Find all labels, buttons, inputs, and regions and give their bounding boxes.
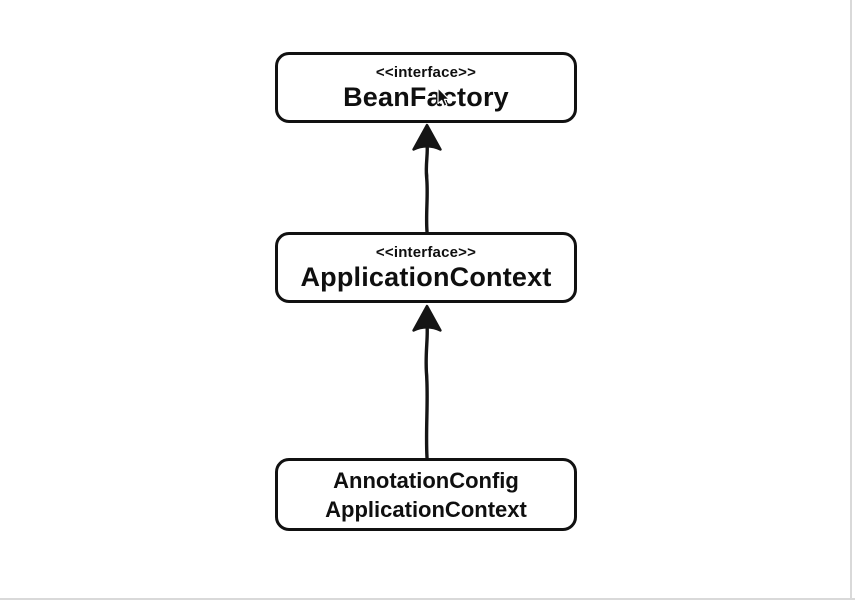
arrow-stem xyxy=(424,323,429,460)
window-edge-bottom xyxy=(0,598,855,600)
window-edge-right xyxy=(850,0,852,599)
node-bean-factory[interactable]: <<interface>> BeanFactory xyxy=(275,52,577,123)
arrowhead-up-icon xyxy=(412,123,442,151)
arrowhead-up-icon xyxy=(412,304,442,332)
arrow-stem-texture xyxy=(425,325,429,457)
inheritance-arrow-application-context-to-bean-factory[interactable] xyxy=(412,123,442,234)
node-application-context[interactable]: <<interface>> ApplicationContext xyxy=(275,232,577,303)
arrow-stem-texture xyxy=(425,144,429,231)
stereotype-label: <<interface>> xyxy=(375,243,477,261)
inheritance-arrow-annotation-config-to-application-context[interactable] xyxy=(412,304,442,460)
node-name-line-2: ApplicationContext xyxy=(325,496,527,522)
arrow-stem xyxy=(424,142,429,234)
stereotype-label: <<interface>> xyxy=(375,63,477,81)
node-name-line-1: AnnotationConfig xyxy=(333,467,519,493)
node-name: ApplicationContext xyxy=(300,261,552,292)
node-name: BeanFactory xyxy=(343,81,509,112)
node-annotation-config-application-context[interactable]: AnnotationConfig ApplicationContext xyxy=(275,458,577,531)
